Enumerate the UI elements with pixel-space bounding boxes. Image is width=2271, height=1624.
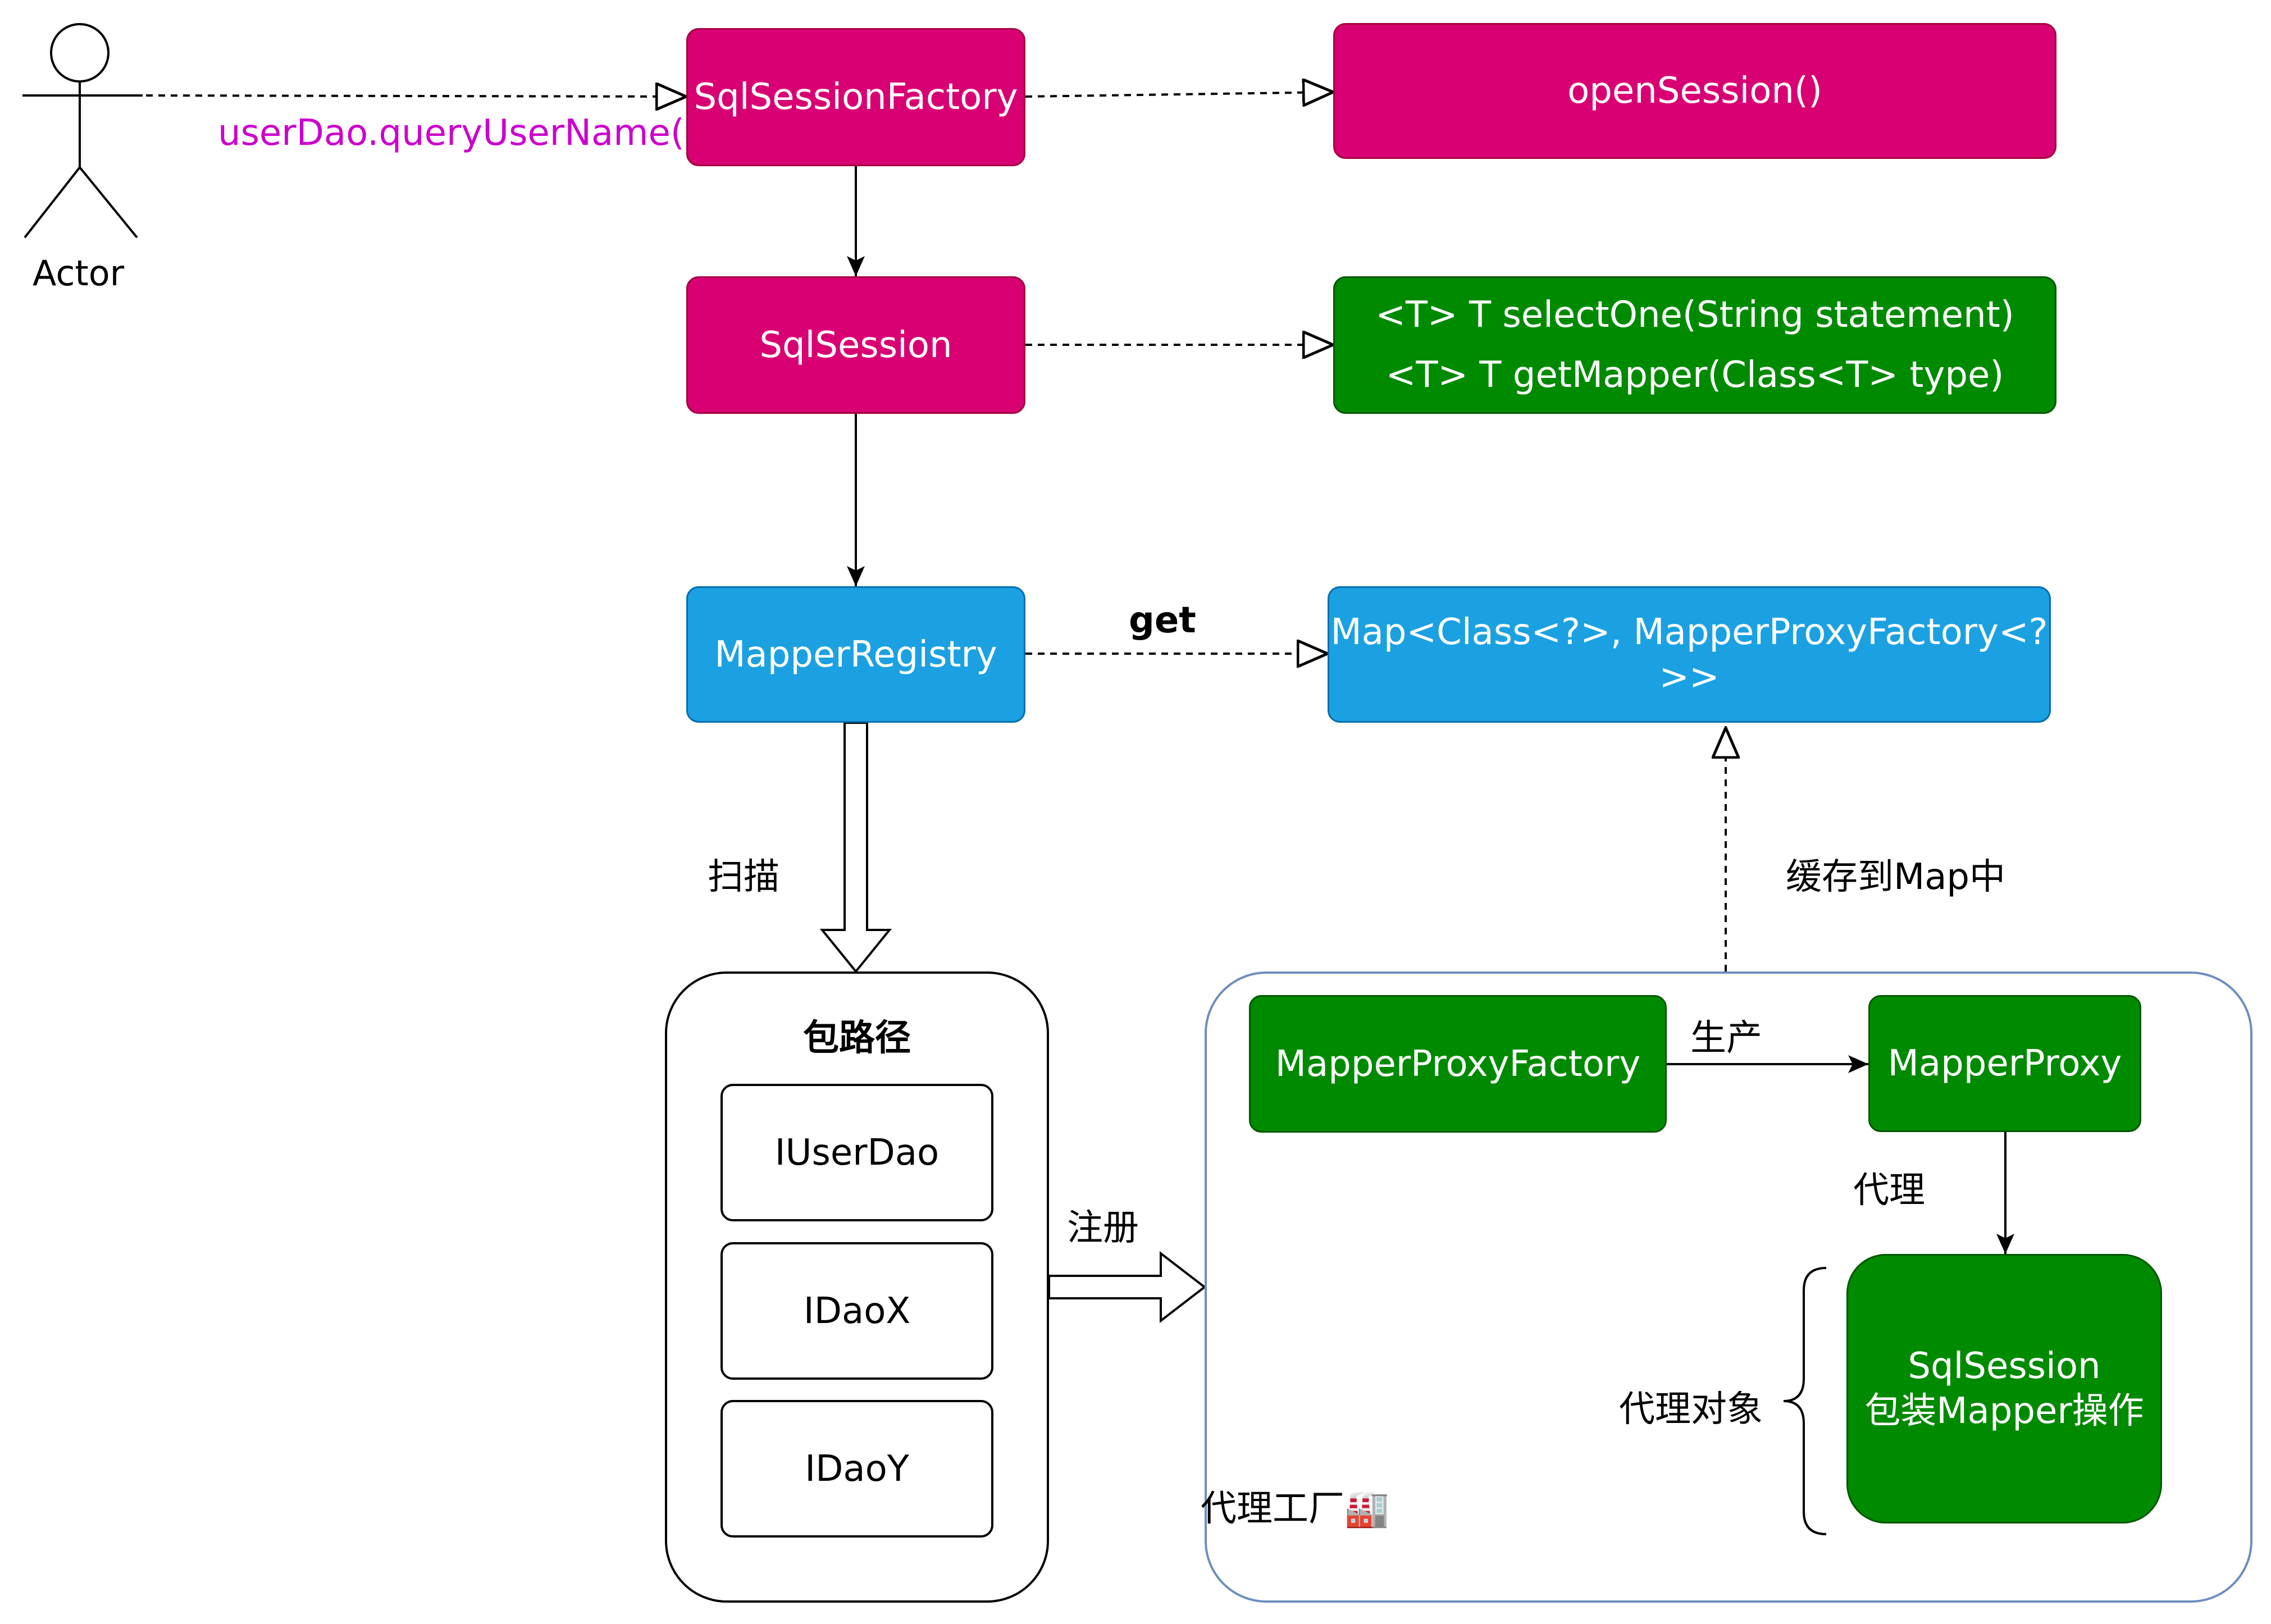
- sql-session-methods-node[interactable]: <T> T selectOne(String statement) <T> T …: [1333, 276, 2056, 414]
- sql-session-factory-node[interactable]: SqlSessionFactory: [686, 28, 1025, 166]
- package-title: 包路径: [803, 1018, 911, 1059]
- mapper-proxy-node[interactable]: MapperProxy: [1868, 995, 2141, 1132]
- method-select-one: <T> T selectOne(String statement): [1375, 294, 2014, 336]
- mapper-registry-node[interactable]: MapperRegistry: [686, 586, 1025, 723]
- edge-factory-opensession: [1025, 92, 1333, 97]
- scan-label: 扫描: [708, 856, 779, 898]
- method-get-mapper: <T> T getMapper(Class<T> type): [1385, 354, 2004, 396]
- package-item-iuserdao[interactable]: IUserDao: [720, 1084, 993, 1221]
- sql-session-node[interactable]: SqlSession: [686, 276, 1025, 414]
- register-label: 注册: [1067, 1207, 1139, 1249]
- produce-label: 生产: [1690, 1018, 1762, 1059]
- get-label: get: [1129, 600, 1196, 641]
- proxy-factory-label: 代理工厂🏭: [1201, 1488, 1389, 1530]
- package-item-idaoy[interactable]: IDaoY: [720, 1400, 993, 1538]
- proxy-label: 代理: [1853, 1170, 1925, 1211]
- actor-figure: [22, 23, 143, 239]
- proxy-factory-container: [1205, 971, 2252, 1603]
- proxy-object-label: 代理对象: [1619, 1389, 1763, 1430]
- sql-session-wrap-node[interactable]: SqlSession 包装Mapper操作: [1846, 1254, 2162, 1523]
- sql-session-wrap-line2: 包装Mapper操作: [1864, 1390, 2144, 1432]
- actor-label: Actor: [33, 253, 125, 294]
- cache-label: 缓存到Map中: [1786, 856, 2006, 898]
- mapper-proxy-factory-node[interactable]: MapperProxyFactory: [1249, 995, 1667, 1133]
- edge-actor-factory: [145, 95, 686, 97]
- mapper-map-node[interactable]: Map<Class<?>, MapperProxyFactory<?>>: [1328, 586, 2051, 723]
- register-block-arrow: [1048, 1251, 1207, 1324]
- call-label: userDao.queryUserName(): [218, 112, 699, 154]
- sql-session-wrap-line1: SqlSession: [1908, 1345, 2101, 1387]
- scan-block-arrow: [819, 722, 892, 974]
- package-item-idaox[interactable]: IDaoX: [720, 1242, 993, 1380]
- open-session-node[interactable]: openSession(): [1333, 23, 2056, 159]
- proxy-object-brace: [1783, 1267, 1827, 1535]
